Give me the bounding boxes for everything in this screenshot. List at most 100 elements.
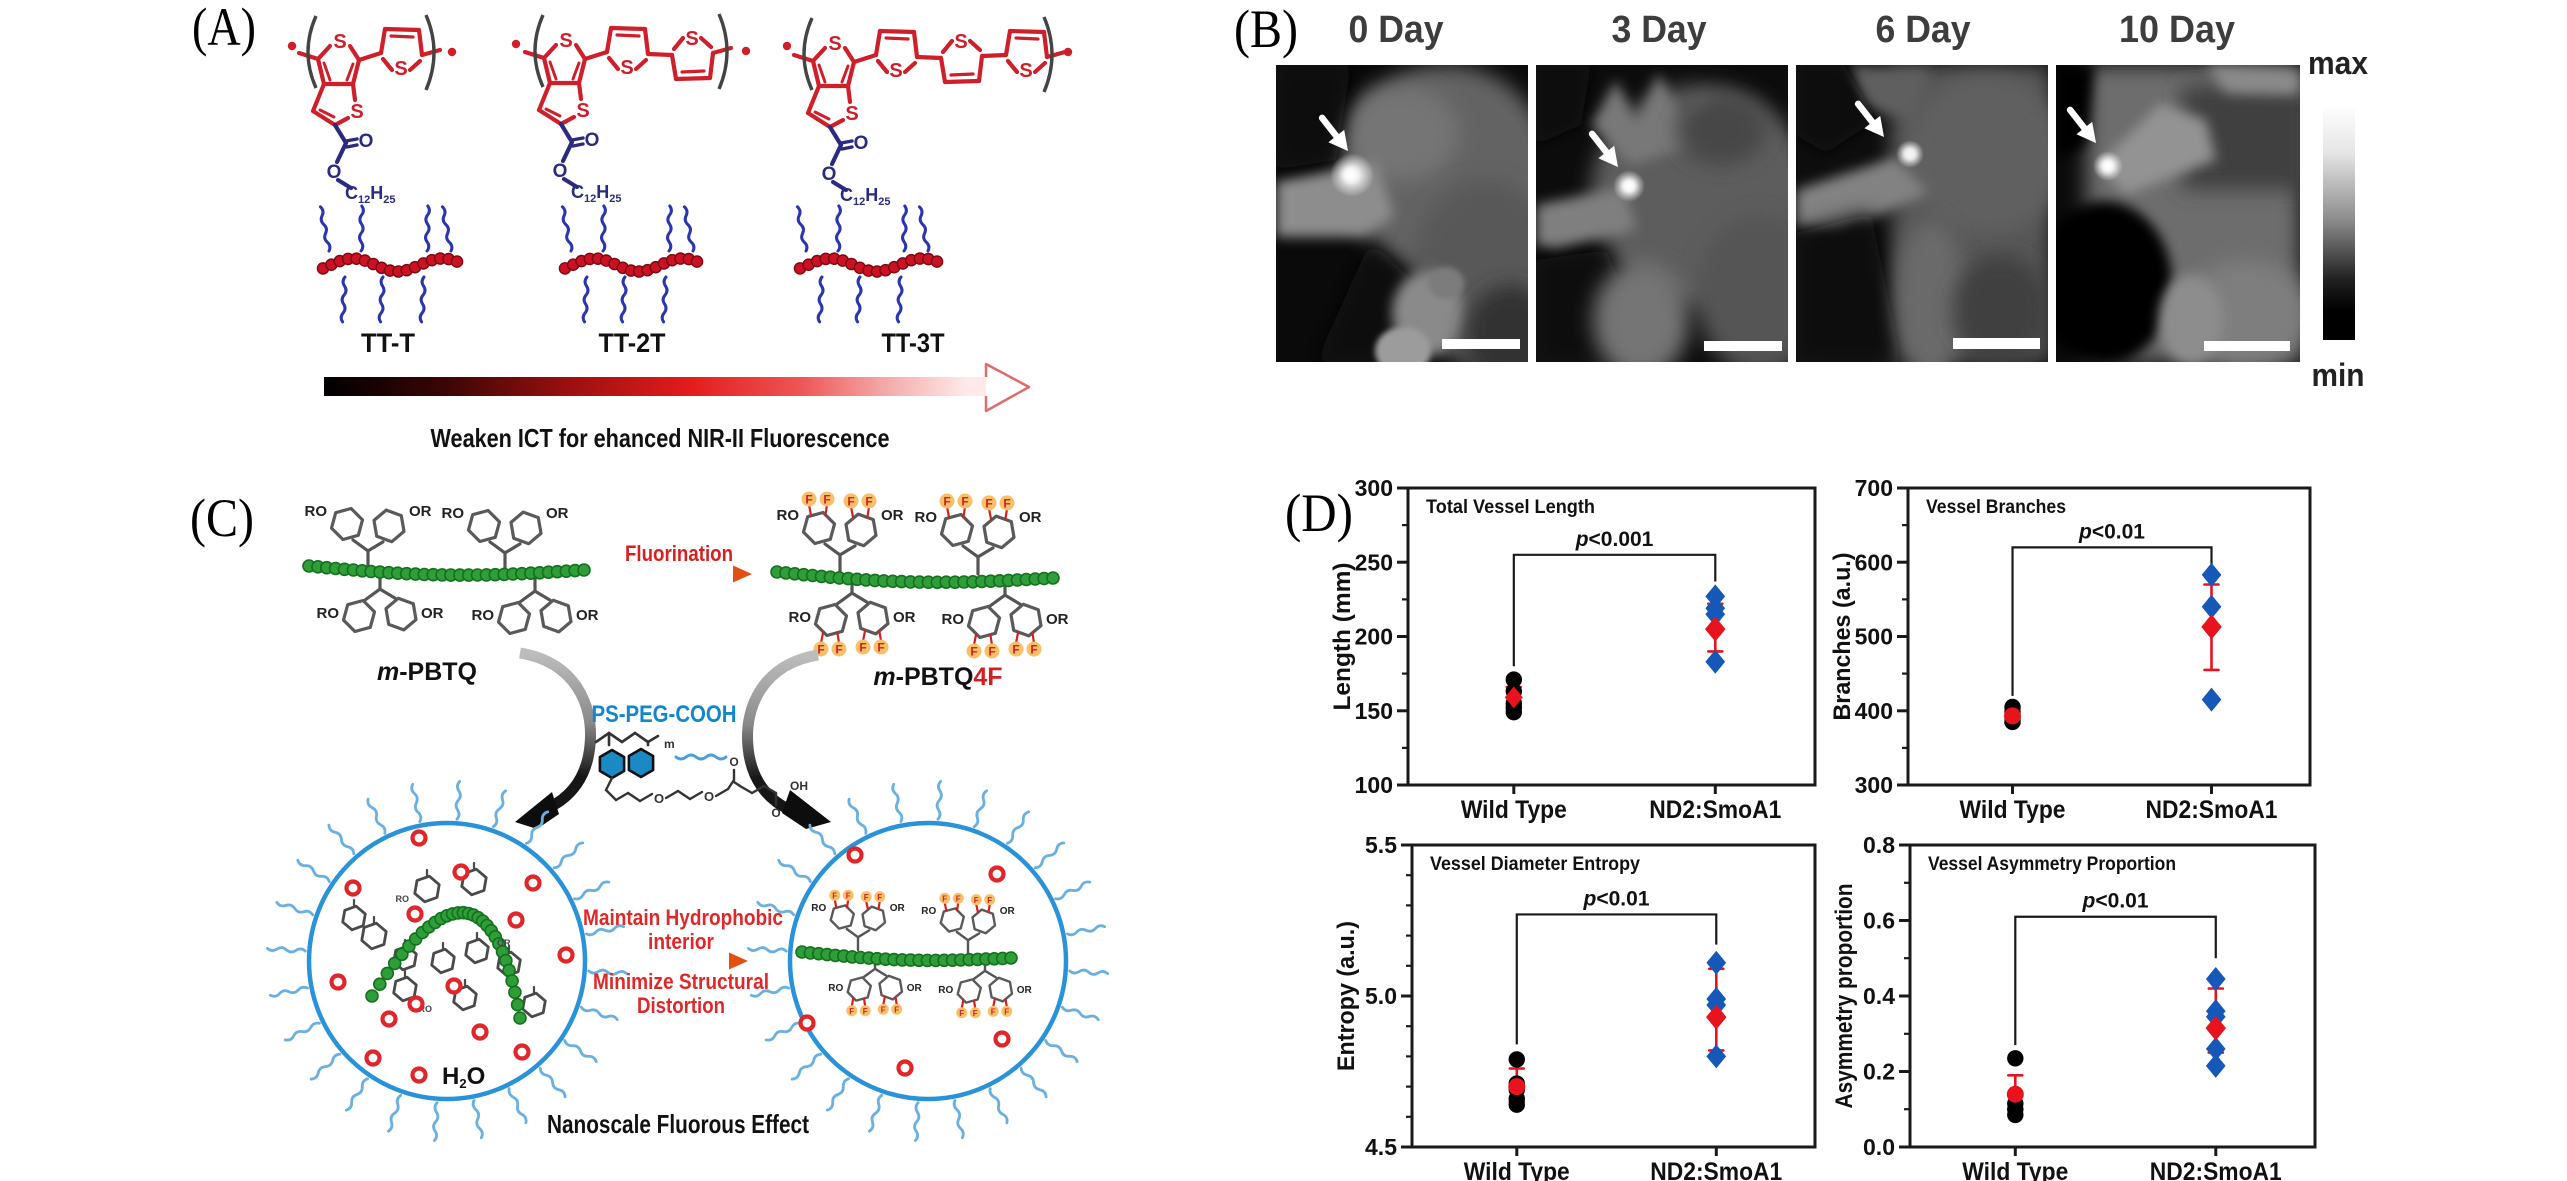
svg-text:300: 300: [1355, 475, 1393, 501]
svg-text:RO: RO: [472, 607, 495, 624]
svg-text:F: F: [988, 645, 995, 659]
svg-text:O: O: [771, 806, 780, 820]
svg-text:O: O: [585, 130, 600, 151]
svg-text:m-PBTQ: m-PBTQ: [377, 658, 477, 686]
svg-text:RO: RO: [396, 894, 410, 904]
svg-text:0.4: 0.4: [1863, 983, 1895, 1009]
svg-text:F: F: [881, 1006, 886, 1015]
svg-text:RO: RO: [789, 609, 812, 626]
svg-text:200: 200: [1355, 624, 1393, 650]
svg-text:Weaken ICT for ehanced NIR-II: Weaken ICT for ehanced NIR-II Fluorescen…: [431, 423, 890, 453]
svg-text:OR: OR: [907, 983, 923, 994]
svg-text:F: F: [1012, 643, 1019, 657]
svg-text:F: F: [863, 1007, 868, 1016]
svg-text:F: F: [805, 493, 812, 507]
svg-text:4.5: 4.5: [1365, 1134, 1397, 1160]
svg-text:ND2:SmoA1: ND2:SmoA1: [1649, 796, 1781, 824]
svg-text:p<0.01: p<0.01: [1583, 887, 1650, 910]
svg-text:OR: OR: [497, 938, 511, 948]
svg-text:Fluorination: Fluorination: [625, 541, 733, 566]
svg-text:F: F: [956, 895, 961, 904]
svg-text:F: F: [877, 893, 882, 902]
svg-text:TT-2T: TT-2T: [599, 328, 666, 358]
svg-text:700: 700: [1855, 475, 1893, 501]
svg-text:S: S: [889, 60, 902, 82]
svg-text:OR: OR: [893, 609, 916, 626]
svg-text:RO: RO: [942, 611, 965, 628]
svg-text:O: O: [327, 162, 342, 183]
svg-text:max: max: [2308, 45, 2368, 81]
svg-text:Length (mm): Length (mm): [1329, 563, 1356, 711]
svg-text:400: 400: [1855, 698, 1893, 724]
svg-text:Wild Type: Wild Type: [1962, 1158, 2068, 1181]
svg-text:RO: RO: [442, 505, 465, 522]
svg-text:S: S: [685, 28, 698, 50]
svg-text:OR: OR: [1046, 611, 1069, 628]
svg-text:OR: OR: [1017, 985, 1033, 996]
svg-text:TT-3T: TT-3T: [882, 328, 945, 358]
svg-text:S: S: [350, 101, 363, 123]
svg-text:(D): (D): [1285, 483, 1353, 543]
svg-text:150: 150: [1355, 698, 1393, 724]
svg-text:Distortion: Distortion: [637, 993, 725, 1018]
svg-text:Asymmetry proportion: Asymmetry proportion: [1831, 884, 1858, 1109]
svg-text:TT-T: TT-T: [361, 328, 415, 358]
svg-text:OH: OH: [790, 779, 808, 793]
svg-text:p<0.01: p<0.01: [2078, 520, 2145, 543]
svg-text:5.0: 5.0: [1365, 983, 1397, 1009]
svg-text:6 Day: 6 Day: [1876, 9, 1971, 51]
svg-text:500: 500: [1855, 624, 1893, 650]
svg-text:F: F: [1003, 496, 1010, 510]
svg-text:F: F: [846, 892, 851, 901]
svg-text:OR: OR: [890, 903, 906, 914]
svg-text:RO: RO: [777, 507, 800, 524]
svg-text:F: F: [974, 896, 979, 905]
svg-text:(B): (B): [1234, 0, 1298, 59]
svg-text:0.8: 0.8: [1863, 832, 1895, 858]
svg-text:OR: OR: [881, 507, 904, 524]
svg-text:O: O: [704, 789, 714, 804]
svg-text:RO: RO: [305, 503, 328, 520]
svg-text:RO: RO: [921, 906, 936, 917]
svg-text:m-PBTQ4F: m-PBTQ4F: [873, 663, 1002, 691]
svg-text:F: F: [835, 643, 842, 657]
svg-text:O: O: [654, 791, 664, 806]
svg-text:F: F: [959, 1009, 964, 1018]
svg-text:F: F: [859, 641, 866, 655]
svg-text:600: 600: [1855, 549, 1893, 575]
svg-text:p<0.01: p<0.01: [2082, 890, 2149, 913]
svg-text:OR: OR: [1019, 509, 1042, 526]
svg-text:250: 250: [1355, 549, 1393, 575]
svg-text:F: F: [985, 496, 992, 510]
svg-text:F: F: [849, 1007, 854, 1016]
svg-text:interior: interior: [648, 929, 714, 954]
svg-text:O: O: [359, 131, 374, 152]
svg-text:O: O: [553, 161, 568, 182]
svg-text:Maintain Hydrophobic: Maintain Hydrophobic: [583, 905, 783, 930]
svg-text:Total Vessel Length: Total Vessel Length: [1426, 497, 1595, 518]
svg-text:(A): (A): [192, 0, 256, 57]
svg-text:S: S: [620, 57, 633, 79]
svg-text:C12H25: C12H25: [571, 182, 622, 205]
svg-text:PS-PEG-COOH: PS-PEG-COOH: [592, 701, 737, 728]
svg-text:m: m: [664, 737, 675, 751]
svg-text:S: S: [576, 100, 589, 122]
svg-text:F: F: [970, 645, 977, 659]
svg-text:5.5: 5.5: [1365, 832, 1397, 858]
svg-text:S: S: [845, 103, 858, 125]
svg-text:RO: RO: [811, 903, 826, 914]
svg-text:RO: RO: [317, 605, 340, 622]
svg-text:O: O: [854, 133, 869, 154]
svg-text:O: O: [822, 164, 837, 185]
svg-text:Wild Type: Wild Type: [1461, 796, 1567, 824]
svg-text:F: F: [973, 1009, 978, 1018]
svg-text:F: F: [943, 495, 950, 509]
svg-text:0.6: 0.6: [1863, 908, 1895, 934]
svg-text:F: F: [987, 896, 992, 905]
svg-text:S: S: [333, 31, 346, 53]
svg-text:F: F: [877, 641, 884, 655]
svg-text:Wild Type: Wild Type: [1960, 796, 2066, 824]
svg-text:0 Day: 0 Day: [1349, 9, 1444, 51]
svg-text:F: F: [817, 643, 824, 657]
svg-text:S: S: [828, 33, 841, 55]
